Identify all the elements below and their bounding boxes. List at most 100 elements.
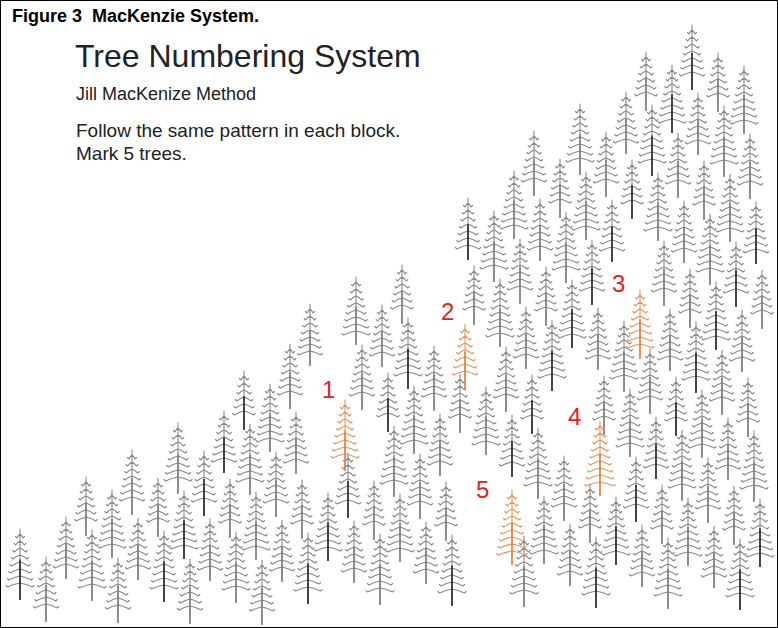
tree-branches [407,454,432,518]
tree [549,159,572,218]
tree-branches [707,53,730,111]
tree-trunk [721,378,722,415]
tree-trunk [571,309,572,348]
tree-branches [535,267,558,325]
tree [125,518,150,580]
tree [635,52,658,111]
tree-trunk [235,563,236,603]
tree [709,350,734,415]
tree-branches [679,269,702,327]
tree [524,428,552,499]
tree [211,411,236,473]
tree [283,412,308,474]
tree [715,418,740,480]
tree-trunk [759,528,760,567]
tree-branches [751,270,774,328]
tree [651,485,674,544]
tree-branches [579,484,602,542]
tree-branches [507,239,532,303]
tree-trunk [735,270,736,307]
tree [394,318,422,389]
tree [335,453,360,518]
tree-trunk [117,586,118,623]
tree-trunk [275,480,276,517]
tree-trunk [675,402,676,436]
tree [455,198,480,260]
tree [507,239,532,304]
tree-branches [643,417,668,478]
tree-branches [197,519,222,580]
tree-branches [695,458,720,522]
instruction-note: Follow the same pattern in each block. M… [76,120,407,166]
tree-branches [191,451,216,515]
tree-trunk [533,159,534,196]
tree-trunk [344,431,345,471]
tree-trunk [645,77,646,111]
tree [6,529,34,600]
tree [723,242,748,307]
tree [593,376,616,435]
tree-branches [119,450,144,514]
tree-trunk [733,511,734,545]
marked-tree [331,400,359,471]
tree-trunk [459,399,460,433]
tree-trunk [473,291,474,325]
tree-branches [679,25,704,89]
tree-trunk [419,482,420,519]
tree-trunk [761,295,762,329]
tree-branches [527,199,552,260]
tree-trunk [625,119,626,154]
tree-branches [341,521,366,582]
tree-branches [549,159,572,217]
tree [435,482,458,541]
tree-trunk [703,186,704,220]
tree-branches [147,478,170,536]
tree-branches [723,486,746,544]
tree [679,25,704,90]
tree-branches [211,411,236,472]
tree-branches [277,344,302,408]
tree-trunk [439,441,440,476]
tree-branches [499,415,524,476]
tree-trunk [353,548,354,583]
tree-branches [737,378,760,436]
tree-trunk [615,526,616,565]
tree [599,200,624,262]
tree-trunk [157,503,158,537]
tree-trunk [249,455,250,495]
tree-branches [269,520,294,581]
callout-number: 5 [476,476,489,504]
tree-branches [105,558,130,622]
figure-caption: Figure 3 MacKenzie System. [12,6,259,27]
tree-branches [623,457,648,521]
tree-trunk [591,268,592,305]
tree [679,269,702,328]
tree-trunk [723,137,724,177]
tree-trunk [393,457,394,497]
tree-trunk [445,507,446,541]
callout-number: 3 [612,270,625,298]
tree-branches [729,310,754,371]
tree-trunk [373,506,374,540]
tree-branches [730,66,758,133]
marked-tree [585,421,616,496]
tree [449,374,472,433]
tree-trunk [551,351,552,391]
tree-branches [557,524,582,585]
tree [349,345,374,410]
tree [657,309,682,371]
tree [621,160,644,219]
tree-branches [685,93,710,154]
tree-branches [637,349,662,413]
tree-trunk [189,587,190,624]
tree-branches [521,131,546,195]
tree [551,456,576,521]
tree-trunk [691,53,692,90]
marked-tree [497,490,528,565]
tree [297,304,322,366]
tree-trunk [381,332,382,367]
tree-trunk [387,398,388,432]
tree-branches [335,453,360,517]
tree-branches [291,480,314,538]
tree-branches [665,133,690,197]
